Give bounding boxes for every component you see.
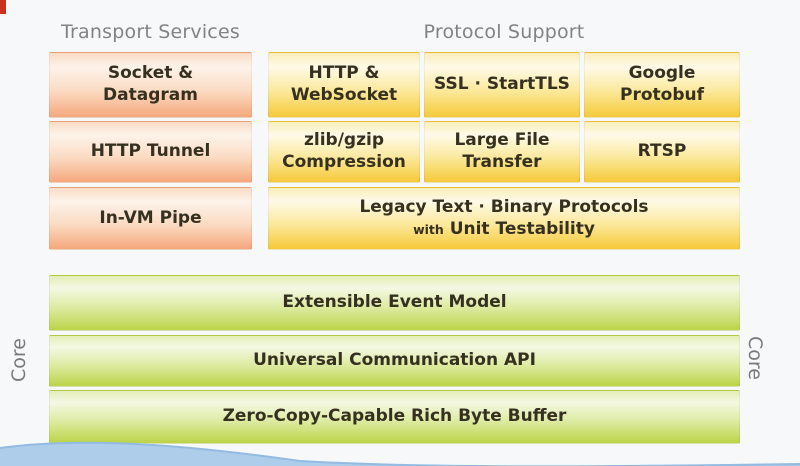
- box-zero-copy-rich-byte-buffer: Zero-Copy-Capable Rich Byte Buffer: [49, 390, 740, 444]
- with-word: with: [413, 221, 444, 237]
- transport-services-header: Transport Services: [61, 21, 240, 43]
- box-http-tunnel: HTTP Tunnel: [49, 121, 252, 183]
- box-large-file-transfer: Large File Transfer: [424, 121, 580, 183]
- box-legacy-text-binary-protocols: Legacy Text · Binary Protocols with Unit…: [268, 187, 740, 250]
- box-ssl-starttls: SSL · StartTLS: [424, 52, 580, 118]
- core-label-left: Core: [8, 338, 30, 382]
- bottom-wave-decoration: [0, 441, 800, 466]
- box-http-websocket: HTTP & WebSocket: [268, 52, 420, 118]
- protocol-support-header: Protocol Support: [423, 21, 585, 43]
- box-socket-datagram: Socket & Datagram: [49, 52, 252, 118]
- legacy-protocols-line1: Legacy Text · Binary Protocols: [359, 196, 649, 217]
- box-google-protobuf: Google Protobuf: [584, 52, 740, 118]
- legacy-protocols-line2: with Unit Testability: [413, 219, 595, 241]
- box-rtsp: RTSP: [584, 121, 740, 183]
- box-extensible-event-model: Extensible Event Model: [49, 275, 740, 331]
- unit-testability-text: Unit Testability: [449, 218, 595, 239]
- box-zlib-gzip-compression: zlib/gzip Compression: [268, 121, 420, 183]
- core-label-right: Core: [744, 336, 766, 380]
- box-in-vm-pipe: In-VM Pipe: [49, 187, 252, 250]
- red-accent-strip: [0, 0, 6, 14]
- box-universal-communication-api: Universal Communication API: [49, 335, 740, 387]
